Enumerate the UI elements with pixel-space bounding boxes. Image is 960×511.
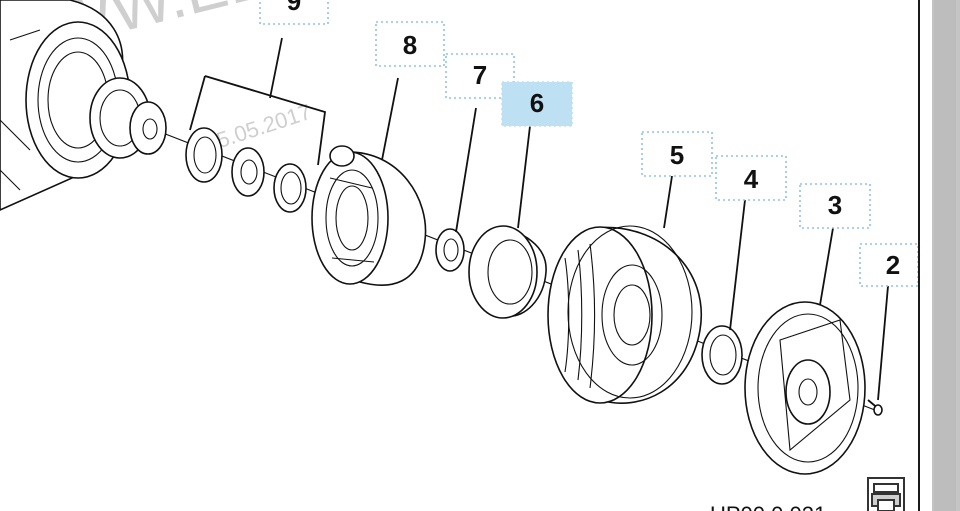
leader-9 [269,37,283,99]
svg-text:9: 9 [287,0,301,16]
leader-4 [729,199,746,331]
svg-text:2: 2 [886,250,900,280]
part-4-snap-ring[interactable] [701,325,743,385]
callout-4[interactable]: 4 [715,155,787,201]
svg-text:5: 5 [670,140,684,170]
part-7-washer[interactable] [435,228,465,272]
part-2-bolt[interactable] [867,399,883,416]
part-6-bearing[interactable] [468,225,547,319]
leader-2 [877,285,889,401]
part-5-pulley[interactable] [547,225,703,404]
scrollbar-thumb[interactable] [934,0,956,511]
part-9-ring-b[interactable] [231,147,265,197]
callout-3[interactable]: 3 [799,183,871,229]
leader-9-left [189,75,206,131]
vertical-scrollbar[interactable] [918,0,960,511]
exploded-parts-diagram: WWW.EL 25.05.2017 [0,0,918,511]
callout-9[interactable]: 9 [259,0,329,25]
svg-text:6: 6 [530,88,544,118]
part-8-coil[interactable] [311,145,427,286]
leader-8 [381,77,399,161]
part-9-ring-a[interactable] [185,127,223,183]
svg-text:3: 3 [828,190,842,220]
scrollbar-track [918,0,932,511]
part-9-ring-c[interactable] [273,163,307,213]
compressor-body[interactable] [0,0,167,211]
callout-6[interactable]: 6 [501,81,573,127]
leader-5 [663,175,673,229]
callout-2[interactable]: 2 [859,243,918,287]
callout-8[interactable]: 8 [375,21,445,67]
svg-text:8: 8 [403,30,417,60]
svg-text:7: 7 [473,60,487,90]
leader-6 [517,125,531,229]
reference-code: UP00 0 021 [710,502,826,511]
leader-3 [819,227,834,306]
leader-9-bracket [204,75,326,166]
part-3-drive-plate[interactable] [744,301,866,475]
leader-7 [455,107,477,233]
svg-text:4: 4 [744,164,759,194]
print-icon[interactable] [866,476,906,511]
callout-5[interactable]: 5 [641,131,713,177]
